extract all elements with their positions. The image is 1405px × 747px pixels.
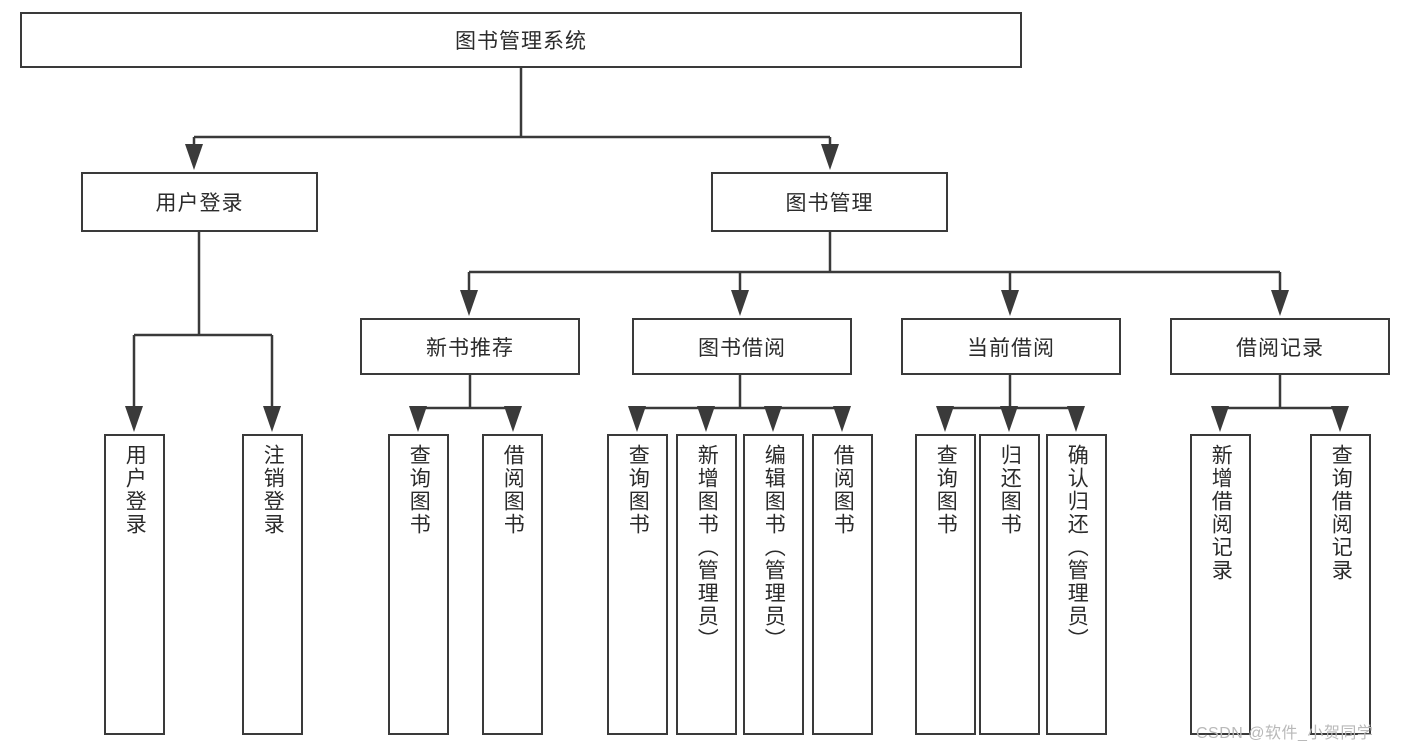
level3-node-book-borrow[interactable]: 图书借阅 (632, 318, 852, 375)
arrow-leaf-2 (263, 406, 281, 432)
arrow-user-login (185, 144, 203, 170)
arrow-leaf-13 (1331, 406, 1349, 432)
node-label: 查询借阅记录 (1329, 444, 1353, 582)
leaf-node-leaf-confirm-return[interactable]: 确认归还（管理员） (1046, 434, 1107, 735)
arrow-book-manage (821, 144, 839, 170)
arrow-leaf-8 (833, 406, 851, 432)
node-label: 借阅记录 (1236, 336, 1324, 360)
node-label: 图书管理系统 (455, 30, 587, 53)
level3-node-new-book-rec[interactable]: 新书推荐 (360, 318, 580, 375)
arrow-leaf-11 (1067, 406, 1085, 432)
node-label: 当前借阅 (967, 336, 1055, 360)
level3-node-borrow-record[interactable]: 借阅记录 (1170, 318, 1390, 375)
node-label: 查询图书 (407, 444, 431, 536)
node-label: 归还图书 (998, 444, 1022, 536)
node-label: 用户登录 (123, 444, 147, 536)
root-node-undefined[interactable]: 图书管理系统 (20, 12, 1022, 68)
node-label: 借阅图书 (831, 444, 855, 536)
node-label: 新增借阅记录 (1209, 444, 1233, 582)
node-label: 编辑图书（管理员） (762, 444, 786, 651)
leaf-node-leaf-query-book-3[interactable]: 查询图书 (915, 434, 976, 735)
leaf-node-leaf-query-book-2[interactable]: 查询图书 (607, 434, 668, 735)
arrow-new-book-rec (460, 290, 478, 316)
leaf-node-leaf-add-record[interactable]: 新增借阅记录 (1190, 434, 1251, 735)
node-label: 确认归还（管理员） (1065, 444, 1089, 651)
leaf-node-leaf-user-login[interactable]: 用户登录 (104, 434, 165, 735)
arrow-leaf-1 (125, 406, 143, 432)
arrow-book-borrow (731, 290, 749, 316)
leaf-node-leaf-add-book[interactable]: 新增图书（管理员） (676, 434, 737, 735)
node-label: 新增图书（管理员） (695, 444, 719, 651)
arrow-leaf-7 (764, 406, 782, 432)
node-label: 查询图书 (626, 444, 650, 536)
leaf-node-leaf-logout[interactable]: 注销登录 (242, 434, 303, 735)
arrow-leaf-12 (1211, 406, 1229, 432)
arrow-leaf-6 (697, 406, 715, 432)
level2-node-user-login[interactable]: 用户登录 (81, 172, 318, 232)
leaf-node-leaf-return-book[interactable]: 归还图书 (979, 434, 1040, 735)
arrow-leaf-5 (628, 406, 646, 432)
node-label: 新书推荐 (426, 336, 514, 360)
arrow-borrow-record (1271, 290, 1289, 316)
leaf-node-leaf-edit-book[interactable]: 编辑图书（管理员） (743, 434, 804, 735)
node-label: 注销登录 (261, 444, 285, 536)
node-label: 借阅图书 (501, 444, 525, 536)
level3-node-current-borrow[interactable]: 当前借阅 (901, 318, 1121, 375)
level2-node-book-manage[interactable]: 图书管理 (711, 172, 948, 232)
arrow-leaf-9 (936, 406, 954, 432)
arrow-leaf-10 (1000, 406, 1018, 432)
node-label: 查询图书 (934, 444, 958, 536)
arrow-leaf-3 (409, 406, 427, 432)
node-label: 用户登录 (155, 192, 244, 215)
arrow-leaf-4 (504, 406, 522, 432)
arrow-current-borrow (1001, 290, 1019, 316)
leaf-node-leaf-borrow-book-1[interactable]: 借阅图书 (482, 434, 543, 735)
node-label: 图书管理 (785, 192, 874, 215)
node-label: 图书借阅 (698, 336, 786, 360)
leaf-node-leaf-query-record[interactable]: 查询借阅记录 (1310, 434, 1371, 735)
leaf-node-leaf-borrow-book-2[interactable]: 借阅图书 (812, 434, 873, 735)
leaf-node-leaf-query-book-1[interactable]: 查询图书 (388, 434, 449, 735)
